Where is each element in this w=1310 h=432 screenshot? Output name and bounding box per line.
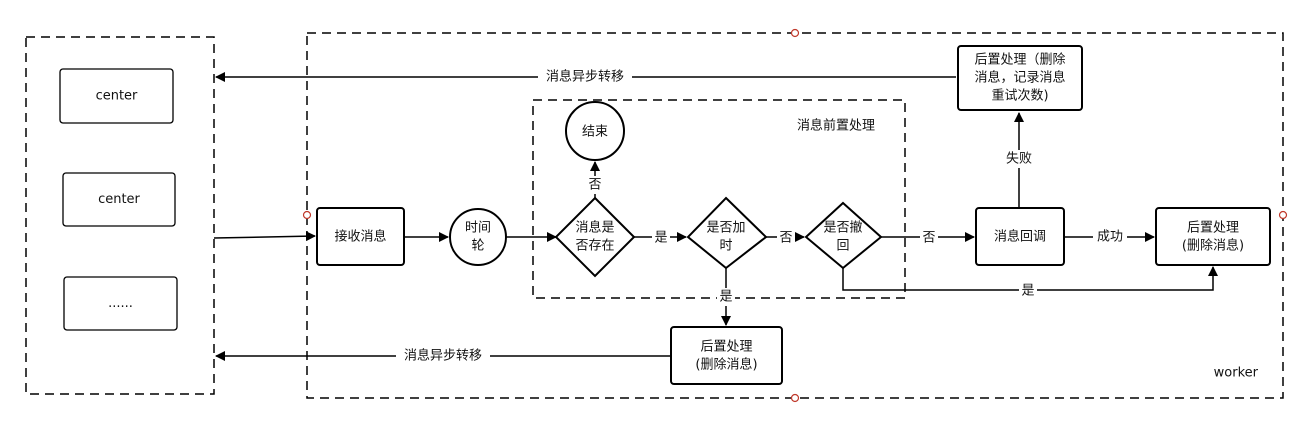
node-exists-label-1: 消息是 xyxy=(575,220,614,236)
node-post-fail-label-2: 消息，记录消息 xyxy=(974,70,1065,86)
edge-label-exists-no: 否 xyxy=(588,178,601,193)
resize-handle-top[interactable] xyxy=(790,28,800,38)
edge-label-revoke-yes: 是 xyxy=(1021,284,1034,299)
edge-label-fail: 失败 xyxy=(1006,152,1032,167)
node-callback-label: 消息回调 xyxy=(994,229,1046,245)
node-delay-decision[interactable]: 是否加 时 xyxy=(686,196,768,270)
node-delay-label-1: 是否加 xyxy=(706,221,745,236)
center-node-2-label: center xyxy=(98,192,140,207)
node-post-process-delay[interactable]: 后置处理 (删除消息) xyxy=(670,326,783,385)
center-node-1[interactable]: center xyxy=(59,68,174,124)
edge-center-to-receive xyxy=(213,231,316,242)
edge-label-revoke-no: 否 xyxy=(922,231,935,246)
node-revoke-label-1: 是否撤 xyxy=(823,220,862,236)
node-delay-label-2: 时 xyxy=(719,239,732,254)
node-message-callback[interactable]: 消息回调 xyxy=(975,207,1065,266)
worker-label: worker xyxy=(1214,366,1259,381)
node-post-delay-label-1: 后置处理 xyxy=(700,340,752,355)
edge-label-delay-yes: 是 xyxy=(719,290,732,305)
node-receive-message[interactable]: 接收消息 xyxy=(316,207,405,266)
node-post-delay-label-2: (删除消息) xyxy=(695,357,757,373)
node-receive-message-label: 接收消息 xyxy=(334,229,386,245)
center-group xyxy=(25,36,215,395)
node-time-wheel-label-2: 轮 xyxy=(471,239,484,254)
resize-handle-left[interactable] xyxy=(302,210,312,220)
center-node-3-label: ...... xyxy=(108,296,133,311)
center-node-3[interactable]: ...... xyxy=(63,276,178,331)
node-post-success-label-2: (删除消息) xyxy=(1182,238,1244,254)
preprocess-label: 消息前置处理 xyxy=(797,118,875,134)
resize-handle-right[interactable] xyxy=(1278,210,1288,220)
node-post-fail-label-3: 重试次数) xyxy=(991,88,1048,104)
node-post-process-fail[interactable]: 后置处理（删除 消息，记录消息 重试次数) xyxy=(957,45,1083,111)
center-node-2[interactable]: center xyxy=(62,172,176,227)
worker-group xyxy=(306,32,1284,399)
node-revoke-label-2: 回 xyxy=(836,239,849,254)
node-end[interactable]: 结束 xyxy=(565,101,625,161)
edge-label-delay-no: 否 xyxy=(779,231,792,246)
node-message-exists-decision[interactable]: 消息是 否存在 xyxy=(554,196,636,278)
node-time-wheel[interactable]: 时间 轮 xyxy=(449,208,507,266)
node-post-fail-label-1: 后置处理（删除 xyxy=(974,53,1065,68)
node-end-label: 结束 xyxy=(582,125,608,140)
edge-label-exists-yes: 是 xyxy=(654,231,667,246)
node-revoke-decision[interactable]: 是否撤 回 xyxy=(804,201,883,270)
node-post-process-success[interactable]: 后置处理 (删除消息) xyxy=(1155,207,1271,266)
node-post-success-label-1: 后置处理 xyxy=(1187,221,1239,236)
edge-label-transfer-top: 消息异步转移 xyxy=(546,69,624,85)
edge-label-success: 成功 xyxy=(1097,230,1123,245)
center-node-1-label: center xyxy=(96,89,138,104)
node-exists-label-2: 否存在 xyxy=(575,239,614,254)
node-time-wheel-label-1: 时间 xyxy=(465,221,491,236)
resize-handle-bottom[interactable] xyxy=(790,393,800,403)
edge-label-transfer-bottom: 消息异步转移 xyxy=(404,348,482,364)
